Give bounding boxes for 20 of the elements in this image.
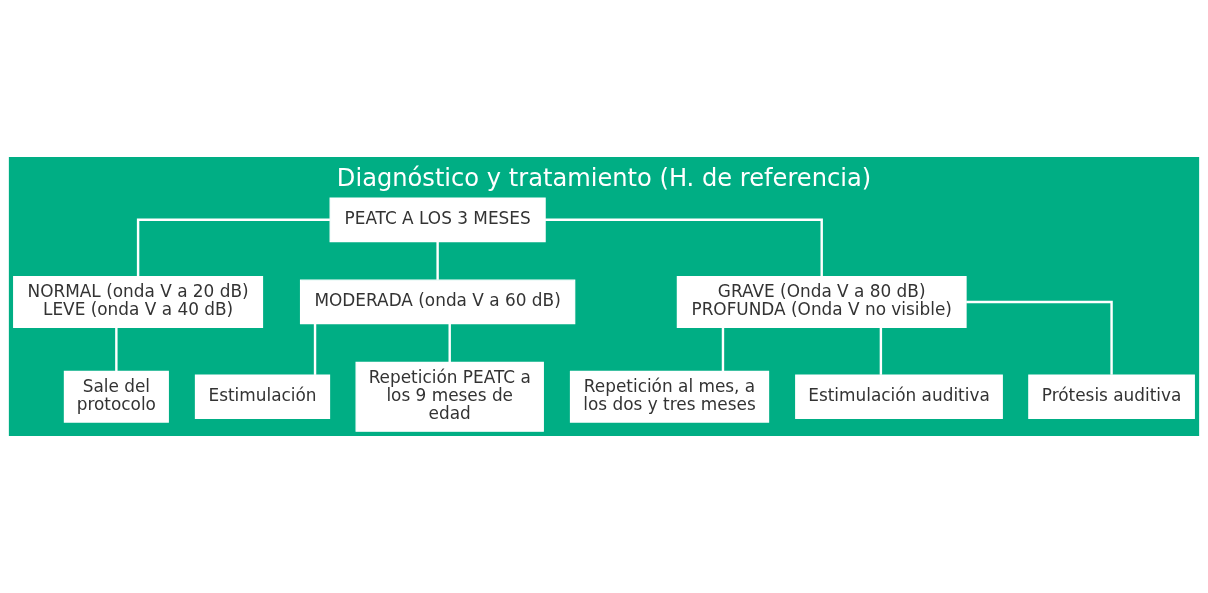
connector [448, 323, 451, 363]
connector [966, 300, 1113, 375]
node-box: Estimulación auditiva [795, 374, 1003, 420]
node-box: Estimulación [194, 374, 331, 420]
node-box: Prótesis auditiva [1028, 374, 1195, 420]
connector [115, 327, 118, 372]
node-box: MODERADA (onda V a 60 dB) [299, 279, 576, 325]
node-box: GRAVE (Onda V a 80 dB) PROFUNDA (Onda V no visible) [676, 275, 967, 328]
connector [545, 218, 823, 277]
node-box: Repetición PEATC a los 9 meses de edad [355, 361, 544, 432]
node-box: NORMAL (onda V a 20 dB) LEVE (onda V a 40 dB) [13, 275, 264, 328]
node-box: Repetición al mes, a los dos y tres meses [569, 370, 770, 423]
diagram-title: Diagnóstico y tratamiento (H. de referencia) [336, 163, 872, 192]
connector [136, 218, 330, 277]
node-box: PEATC A LOS 3 MESES [329, 197, 546, 243]
connector [313, 323, 317, 375]
connector [879, 327, 883, 375]
node-box: Sale del protocolo [63, 370, 169, 423]
connector [436, 241, 439, 280]
connector [721, 327, 725, 372]
